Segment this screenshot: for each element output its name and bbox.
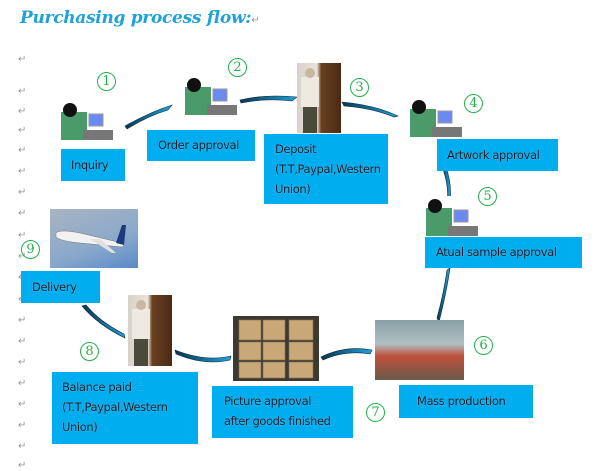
- step-4-artwork-approval-box: Artwork approval: [437, 139, 558, 171]
- step-label-line: Picture approval: [224, 394, 312, 408]
- paragraph-mark: ↵: [18, 230, 27, 241]
- step-label-line: Delivery: [32, 280, 77, 294]
- step-label-line: (T.T,Paypal,Western: [275, 162, 381, 176]
- arrow-8-to-9: [81, 304, 126, 339]
- person-at-computer-icon: [185, 75, 237, 115]
- step-number-9: 9: [21, 240, 40, 259]
- paragraph-mark: ↵: [18, 125, 27, 136]
- paragraph-mark: ↵: [18, 399, 27, 410]
- paragraph-mark: ↵: [18, 106, 27, 117]
- step-number-3: 3: [350, 78, 369, 97]
- arrow-7-to-8: [174, 349, 232, 363]
- step-number-2: 2: [228, 58, 247, 77]
- paragraph-mark: ↵: [18, 86, 27, 97]
- paragraph-mark: ↵: [18, 460, 27, 471]
- step-label-line: Union): [62, 420, 98, 434]
- step-number-4: 4: [464, 94, 483, 113]
- paragraph-mark: ↵: [18, 187, 27, 198]
- page-title: Purchasing process flow:↵: [20, 8, 260, 28]
- step-6-mass-production-box: Mass production: [399, 385, 533, 418]
- paragraph-mark: ↵: [18, 315, 27, 326]
- step-1-inquiry-box: Inquiry: [61, 149, 125, 181]
- paragraph-mark: ↵: [18, 145, 27, 156]
- paragraph-mark: ↵: [18, 54, 27, 65]
- arrow-1-to-2: [124, 104, 173, 130]
- step-label-line: Mass production: [417, 394, 506, 408]
- paragraph-mark: ↵: [18, 378, 27, 389]
- paragraph-mark: ↵: [18, 166, 27, 177]
- step-label-line: after goods finished: [224, 414, 331, 428]
- paragraph-mark: ↵: [18, 420, 27, 431]
- person-at-computer-icon: [426, 196, 478, 236]
- step-label-line: (T.T,Paypal,Western: [62, 400, 168, 414]
- arrow-5-to-6: [436, 267, 451, 323]
- bank-counter-photo: [128, 295, 172, 366]
- step-label-line: Deposit: [275, 142, 317, 156]
- step-2-order-approval-box: Order approval: [147, 130, 255, 161]
- step-9-delivery-box: Delivery: [21, 271, 100, 303]
- step-5-sample-approval-box: Atual sample approval: [425, 237, 582, 268]
- step-label-line: Inquiry: [71, 158, 109, 172]
- step-number-7: 7: [366, 403, 385, 422]
- step-7-picture-approval-box: Picture approval after goods finished: [212, 386, 353, 438]
- paragraph-mark: ↵: [18, 208, 27, 219]
- paragraph-mark: ↵: [18, 441, 27, 452]
- paragraph-mark: ↵: [18, 336, 27, 347]
- paragraph-mark: ↵: [18, 357, 27, 368]
- step-label-line: Artwork approval: [447, 148, 540, 162]
- person-at-computer-icon: [410, 97, 462, 137]
- factory-photo: [375, 320, 464, 380]
- step-label-line: Order approval: [158, 138, 239, 152]
- paragraph-mark: ↵: [18, 251, 27, 262]
- step-number-6: 6: [474, 336, 493, 355]
- cartons-photo: [233, 316, 319, 381]
- arrow-2-to-3: [239, 95, 298, 104]
- arrow-3-to-4: [341, 101, 399, 118]
- step-number-8: 8: [80, 342, 99, 361]
- step-label-line: Atual sample approval: [436, 245, 557, 259]
- airplane-photo: [50, 209, 138, 268]
- step-number-1: 1: [97, 72, 116, 91]
- step-label-line: Union): [275, 182, 311, 196]
- bank-counter-photo: [297, 63, 341, 133]
- arrow-6-to-7: [320, 348, 373, 361]
- person-at-computer-icon: [61, 100, 113, 140]
- step-number-5: 5: [478, 187, 497, 206]
- step-label-line: Balance paid: [62, 380, 132, 394]
